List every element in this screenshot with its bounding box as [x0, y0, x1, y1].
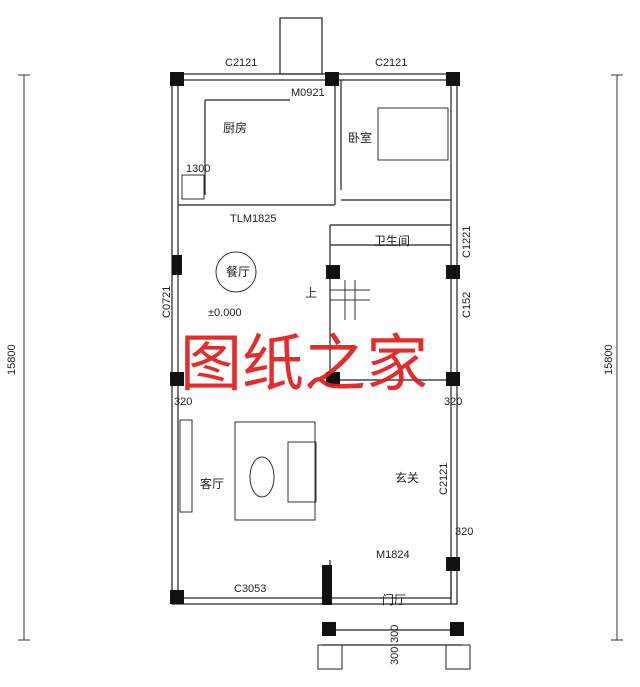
door-label: M1824: [376, 549, 410, 561]
overall-dimension-right: 15800: [603, 344, 615, 375]
room-label-dining: 餐厅: [226, 264, 250, 279]
dimension-label: 300: [389, 647, 401, 665]
columns: [170, 72, 471, 670]
window-label: C152: [461, 292, 473, 318]
walls: [171, 17, 462, 646]
room-label-living: 客厅: [200, 476, 224, 491]
dimension-label: 320: [444, 396, 462, 408]
room-label-foyer: 玄关: [395, 470, 419, 485]
window-label: C1221: [461, 226, 473, 258]
fridge: [181, 174, 205, 200]
door-label: TLM1825: [230, 213, 276, 225]
room-label-kitchen: 厨房: [223, 120, 247, 135]
coffee-table: [249, 456, 275, 498]
dimension-label: 300: [389, 625, 401, 643]
furniture: [179, 107, 449, 521]
stair-up-label: 上: [305, 286, 317, 300]
dimension-label: 320: [174, 396, 192, 408]
room-label-bathroom: 卫生间: [374, 234, 410, 248]
dimension-lines: [18, 74, 623, 641]
watermark: 图纸之家: [180, 327, 428, 400]
dimension-label: 1300: [186, 163, 210, 175]
dining-table: [215, 251, 257, 293]
room-label-bedroom: 卧室: [348, 130, 372, 145]
window-label: C2121: [438, 463, 450, 495]
sofa: [287, 441, 317, 503]
room-label-porch: 门厅: [382, 592, 406, 607]
window-label: C2121: [225, 57, 257, 69]
window-label: C0721: [161, 286, 173, 318]
window-label: C3053: [234, 583, 266, 595]
overall-dimension-left: 15800: [6, 344, 18, 375]
bed: [377, 107, 449, 161]
rug: [234, 421, 316, 521]
tv-cabinet: [179, 419, 193, 513]
elevation-label: ±0.000: [208, 307, 242, 319]
window-label: C2121: [375, 57, 407, 69]
stairs: [330, 280, 370, 320]
dimension-label: 320: [455, 526, 473, 538]
door-label: M0921: [291, 87, 325, 99]
